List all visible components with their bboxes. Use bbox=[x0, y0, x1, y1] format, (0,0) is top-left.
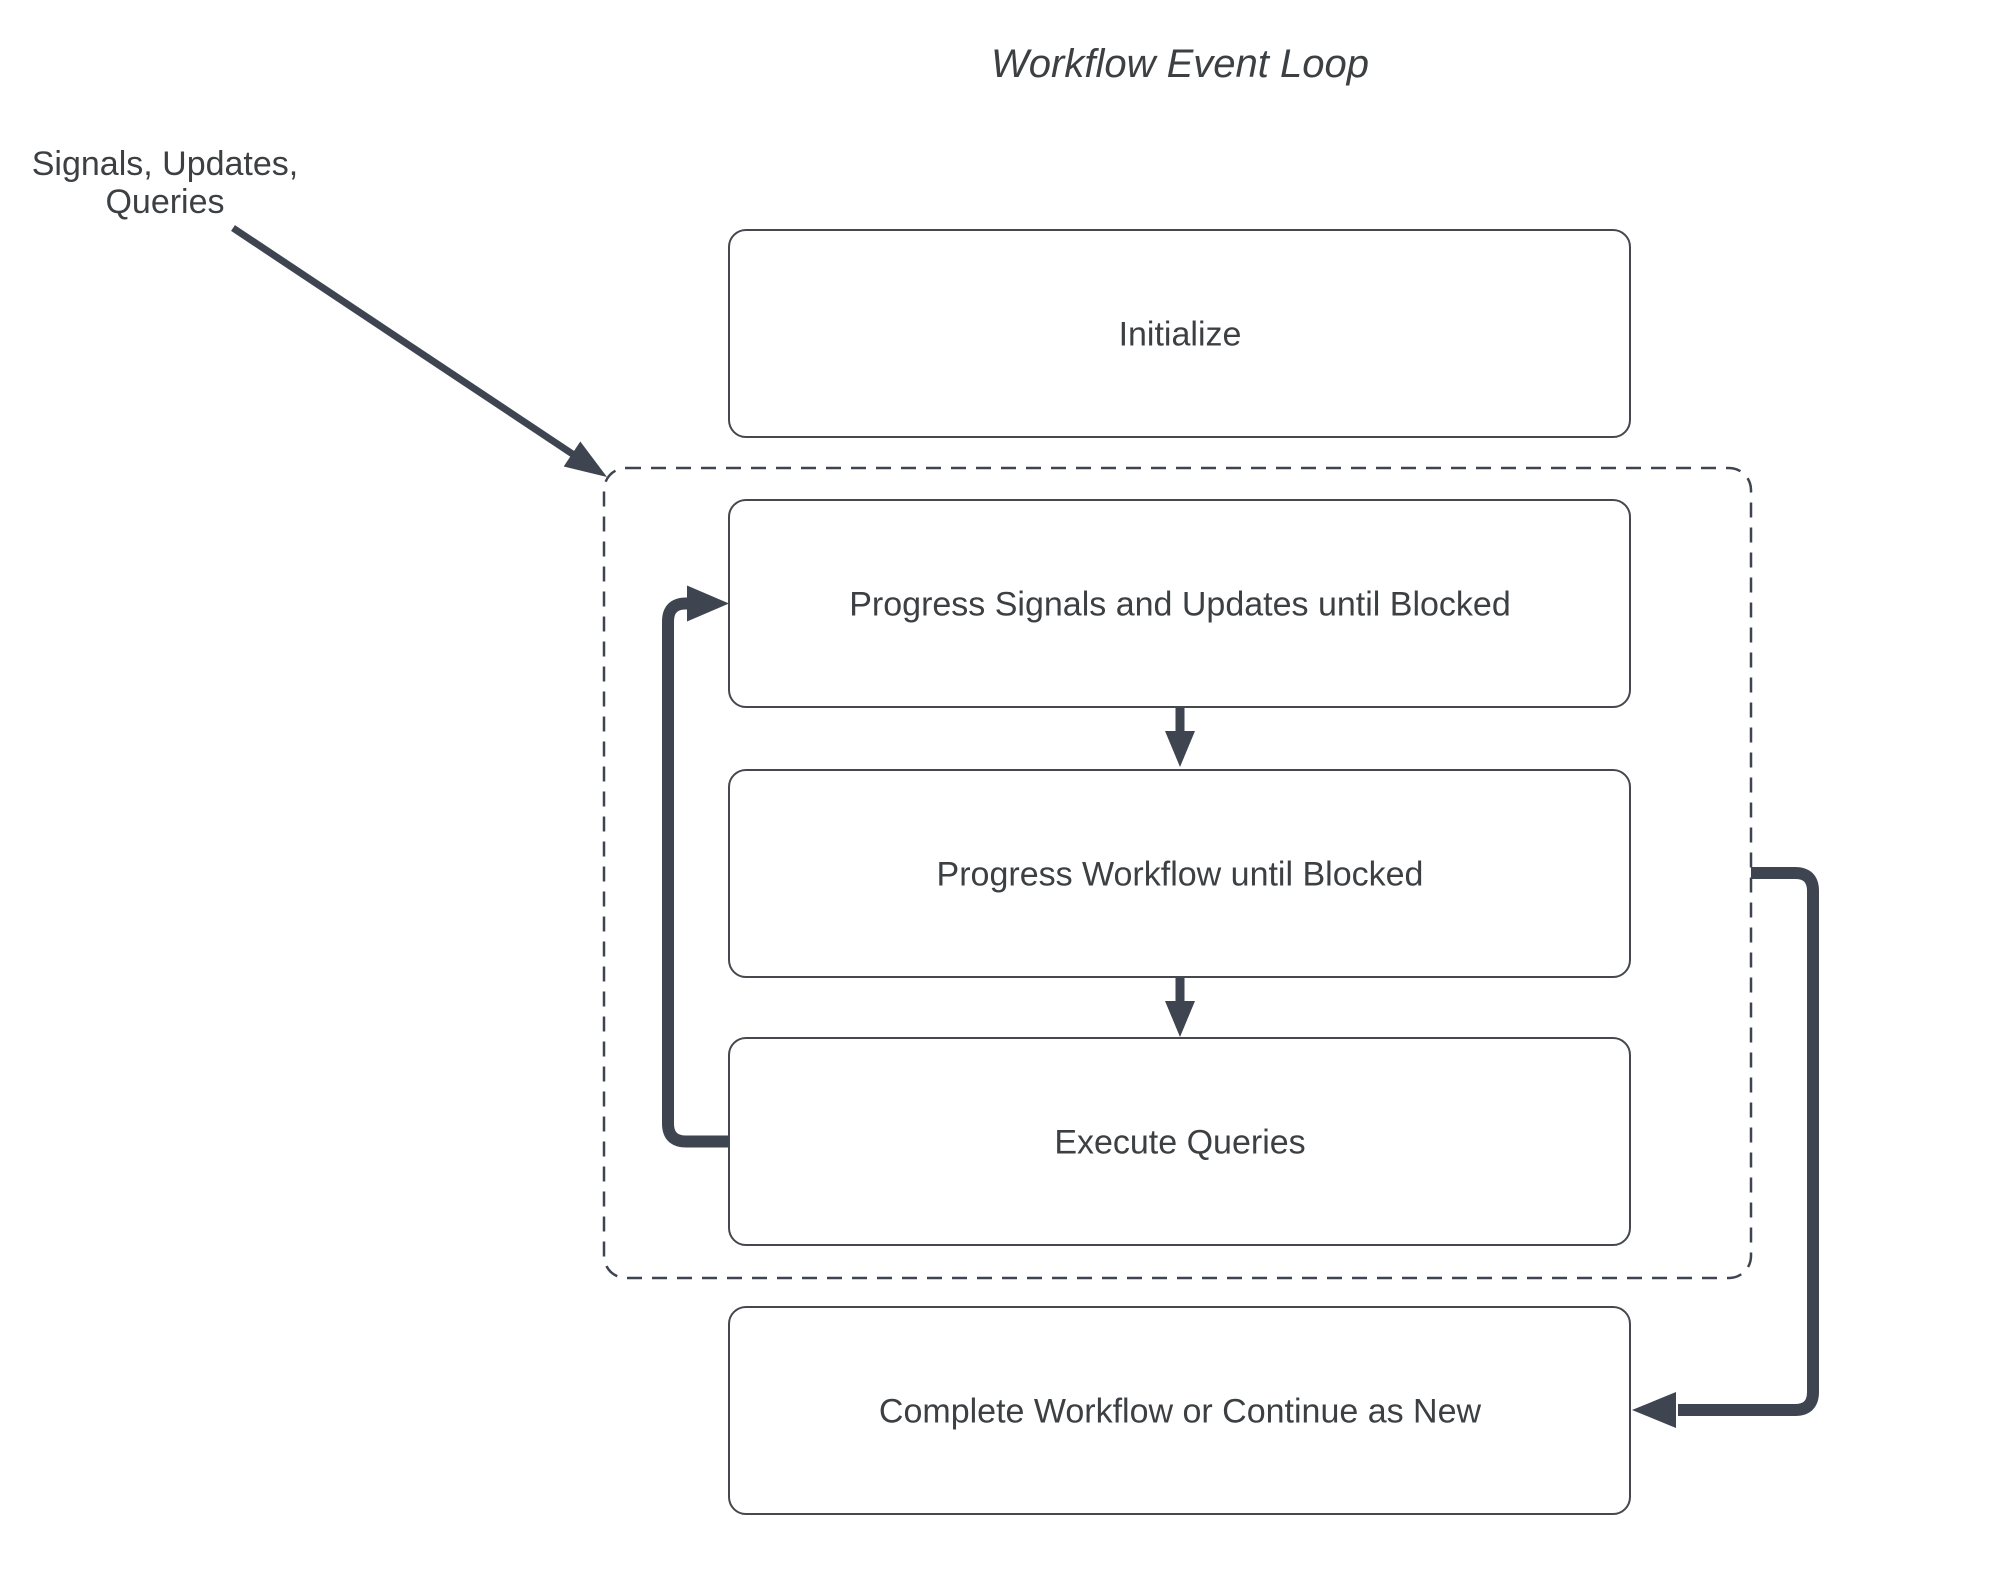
arrowhead-icon bbox=[1165, 1001, 1195, 1037]
arrowhead-icon bbox=[1632, 1392, 1676, 1428]
node-initialize-box bbox=[728, 229, 1631, 438]
node-complete-workflow-box bbox=[728, 1306, 1631, 1515]
node-execute-queries-label: Execute Queries bbox=[1054, 1124, 1305, 1162]
node-execute-queries: Execute Queries bbox=[728, 1037, 1631, 1246]
node-progress-signals: Progress Signals and Updates until Block… bbox=[728, 499, 1631, 708]
node-initialize: Initialize bbox=[728, 229, 1631, 438]
signals-updates-queries-label-line2: Queries bbox=[105, 183, 224, 221]
signals-input-connector bbox=[231, 225, 607, 477]
signals-updates-queries-label-line1: Signals, Updates, bbox=[32, 145, 299, 183]
connector-workflow-to-queries bbox=[1165, 978, 1195, 1037]
connector-signals-to-workflow bbox=[1165, 708, 1195, 767]
arrowhead-icon bbox=[1165, 731, 1195, 767]
exit-connector bbox=[1632, 867, 1819, 1428]
arrowhead-icon bbox=[687, 585, 729, 622]
signals-updates-queries-label: Signals, Updates, Queries bbox=[32, 145, 299, 221]
node-progress-workflow-box bbox=[728, 769, 1631, 978]
signals-input-connector-line bbox=[231, 225, 576, 458]
loop-back-connector bbox=[662, 585, 729, 1148]
exit-connector-line bbox=[1678, 867, 1819, 1416]
arrowhead-icon bbox=[563, 441, 607, 477]
node-initialize-label: Initialize bbox=[1119, 316, 1242, 354]
node-complete-workflow: Complete Workflow or Continue as New bbox=[728, 1306, 1631, 1515]
node-progress-signals-label: Progress Signals and Updates until Block… bbox=[849, 586, 1511, 624]
node-progress-workflow: Progress Workflow until Blocked bbox=[728, 769, 1631, 978]
event-loop-boundary bbox=[602, 466, 1753, 1280]
node-complete-workflow-label: Complete Workflow or Continue as New bbox=[879, 1393, 1482, 1431]
diagram-title: Workflow Event Loop bbox=[991, 42, 1369, 86]
loop-back-connector-line bbox=[662, 597, 729, 1148]
node-progress-workflow-label: Progress Workflow until Blocked bbox=[937, 856, 1424, 894]
